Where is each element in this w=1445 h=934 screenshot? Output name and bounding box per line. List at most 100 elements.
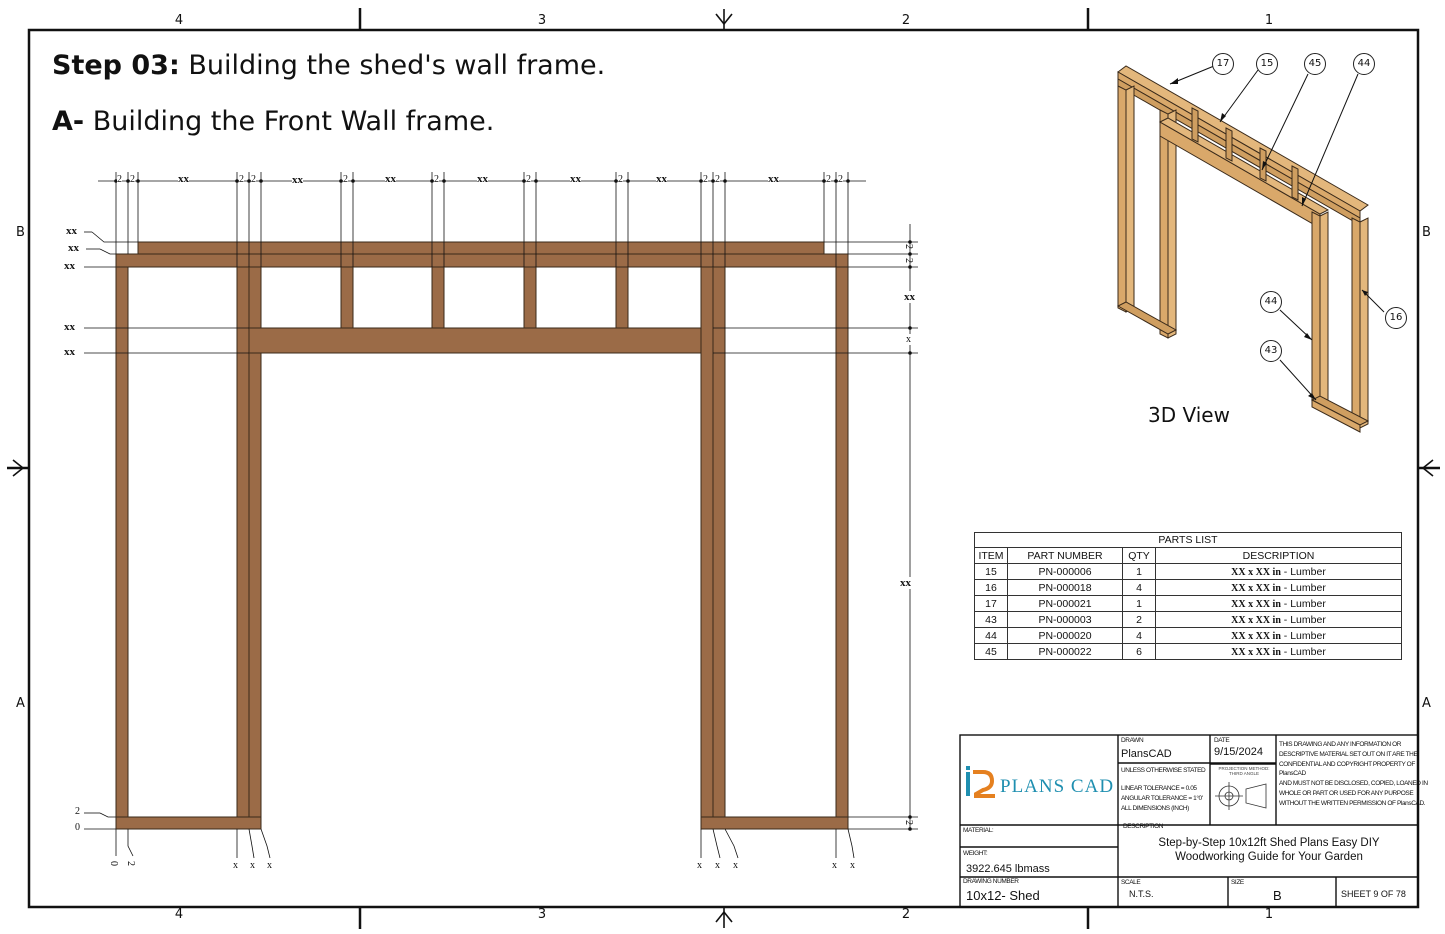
desc-size: XX x XX in <box>1231 646 1281 658</box>
dim-label: 2 <box>618 174 623 185</box>
cripple-stud-2 <box>431 266 445 329</box>
dim-label: 2 <box>526 174 531 185</box>
drawing-number-value: 10x12- Shed <box>966 888 1040 903</box>
logo-text: PLANS CAD <box>1000 776 1115 797</box>
cell-part: PN-000018 <box>1007 579 1123 596</box>
dim-label: xx <box>570 173 581 185</box>
cell-desc: XX x XX in - Lumber <box>1155 595 1402 612</box>
weight-value: 3922.645 lbmass <box>966 863 1050 875</box>
cell-item: 15 <box>974 563 1008 580</box>
dim-label: x <box>715 860 720 871</box>
cell-desc: XX x XX in - Lumber <box>1155 563 1402 580</box>
dim-label: 0 <box>108 861 119 866</box>
description-line: Woodworking Guide for Your Garden <box>1175 851 1363 863</box>
tolerance-line: ANGULAR TOLERANCE = 1°0' <box>1121 795 1203 802</box>
title-block-lines <box>959 734 1419 908</box>
view-3d-label: 3D View <box>1148 403 1230 427</box>
desc-size: XX x XX in <box>1231 630 1281 642</box>
top-plate-lower <box>115 253 849 268</box>
cripple-stud-4 <box>615 266 629 329</box>
dim-label: 2 <box>903 258 914 263</box>
col-header: DESCRIPTION <box>1155 547 1402 564</box>
dim-label: xx <box>656 173 667 185</box>
bottom-plate-left <box>115 816 262 830</box>
zone-bottom-1: 1 <box>1264 907 1274 922</box>
centering-marks <box>8 9 1439 928</box>
cell-item: 17 <box>974 595 1008 612</box>
desc-text: - Lumber <box>1280 645 1326 658</box>
dim-label: xx <box>68 242 79 254</box>
notice-line: WITHOUT THE WRITTEN PERMISSION OF PlansC… <box>1279 799 1426 807</box>
col-header: ITEM <box>974 547 1008 564</box>
unless-stated-label: UNLESS OTHERWISE STATED <box>1121 767 1206 774</box>
drawn-label: DRAWN <box>1121 737 1144 744</box>
dim-label: 2 <box>130 174 135 185</box>
notice-line: DESCRIPTIVE MATERIAL SET OUT ON IT ARE T… <box>1279 750 1418 758</box>
cell-qty: 4 <box>1122 627 1156 644</box>
dim-label: 2 <box>125 861 136 866</box>
notice-line: PlansCAD <box>1279 770 1306 778</box>
cell-qty: 6 <box>1122 643 1156 660</box>
cell-desc: XX x XX in - Lumber <box>1155 627 1402 644</box>
zone-bottom-4: 4 <box>174 907 184 922</box>
cell-item: 44 <box>974 627 1008 644</box>
balloon-callout: 43 <box>1260 340 1282 362</box>
dim-label: 2 <box>434 174 439 185</box>
dim-label: x <box>697 860 702 871</box>
weight-label: WEIGHT: <box>963 850 988 857</box>
dim-label: 2 <box>715 174 720 185</box>
dim-label: 2 <box>903 820 914 825</box>
cell-part: PN-000021 <box>1007 595 1123 612</box>
dim-label: 2 <box>75 806 80 817</box>
dim-label: xx <box>904 291 915 303</box>
header-beam <box>248 327 714 354</box>
balloon-callout: 15 <box>1256 53 1278 75</box>
plans-cad-logo-icon <box>966 766 995 798</box>
dim-label: 2 <box>838 174 843 185</box>
step-text: Building the shed's wall frame. <box>179 50 606 81</box>
dim-label: xx <box>66 225 77 237</box>
dim-label: xx <box>477 173 488 185</box>
balloon-arrowheads <box>1170 78 1368 400</box>
description-value: Step-by-Step 10x12ft Shed Plans Easy DIY… <box>1120 836 1418 864</box>
drawn-value: PlansCAD <box>1121 748 1172 760</box>
desc-size: XX x XX in <box>1231 566 1281 578</box>
notice-line: THIS DRAWING AND ANY INFORMATION OR <box>1279 741 1402 748</box>
right-jack-stud <box>700 266 714 818</box>
parts-list-header: ITEM PART NUMBER QTY DESCRIPTION <box>974 547 1402 564</box>
cell-item: 45 <box>974 643 1008 660</box>
zone-bottom-3: 3 <box>537 907 547 922</box>
size-label: SIZE <box>1231 879 1244 886</box>
wall-3d-view <box>1116 65 1370 433</box>
dim-label: xx <box>900 577 911 589</box>
cell-part: PN-000006 <box>1007 563 1123 580</box>
dim-label: xx <box>64 260 75 272</box>
cell-part: PN-000020 <box>1007 627 1123 644</box>
left-end-stud <box>115 266 129 818</box>
zone-top-1: 1 <box>1264 13 1274 28</box>
dim-label: 2 <box>343 174 348 185</box>
desc-size: XX x XX in <box>1231 614 1281 626</box>
projection-symbol-icon <box>1215 782 1267 810</box>
cell-desc: XX x XX in - Lumber <box>1155 579 1402 596</box>
balloon-callout: 16 <box>1385 307 1407 329</box>
dim-label: x <box>233 860 238 871</box>
projection-label: PROJECTION METHOD: THIRD ANGLE <box>1218 766 1270 776</box>
parts-list-title: PARTS LIST <box>974 532 1402 548</box>
balloon-callout: 44 <box>1353 53 1375 75</box>
desc-text: - Lumber <box>1280 565 1326 578</box>
dim-label: x <box>267 860 272 871</box>
tolerance-notes: LINEAR TOLERANCE = 0.05 ANGULAR TOLERANC… <box>1121 784 1203 814</box>
desc-text: - Lumber <box>1280 629 1326 642</box>
date-value: 9/15/2024 <box>1214 746 1263 758</box>
cell-qty: 2 <box>1122 611 1156 628</box>
cell-qty: 1 <box>1122 595 1156 612</box>
zone-top-4: 4 <box>174 13 184 28</box>
desc-text: - Lumber <box>1280 581 1326 594</box>
dim-label: xx <box>64 346 75 358</box>
